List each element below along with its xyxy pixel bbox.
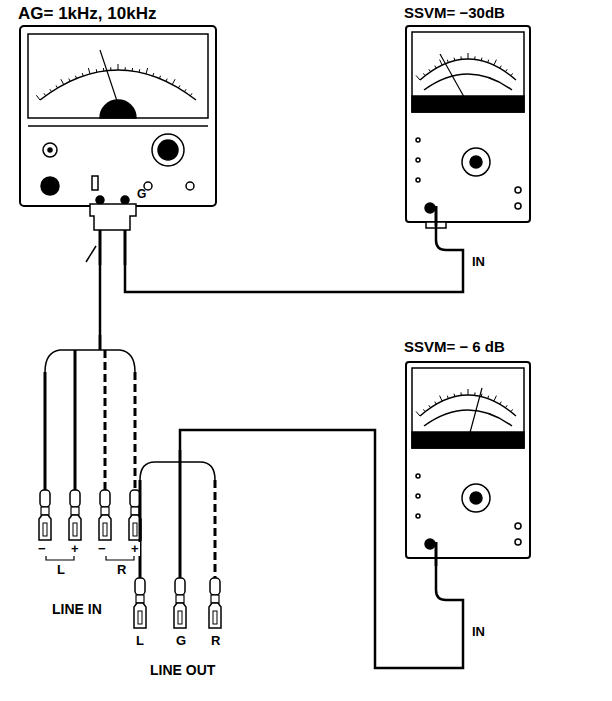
- instrument-label: LINE IN: [52, 601, 102, 617]
- audio-generator-box: AG= 1kHz, 10kHzG: [10, 0, 220, 265]
- voltmeter: [406, 362, 530, 655]
- instrument-label: LINE OUT: [150, 662, 215, 678]
- test-cable: [99, 265, 102, 335]
- connector-box: LINE IN: [30, 335, 170, 625]
- voltmeter-box: SSVM= − 6 dB IN: [400, 335, 535, 655]
- terminal-marking: R: [116, 563, 127, 577]
- connector-box: LINE OUT: [115, 450, 250, 685]
- terminal-label: IN: [472, 625, 485, 640]
- test-cable: [180, 430, 463, 668]
- voltmeter-box: SSVM= −30dB IN: [400, 0, 535, 275]
- line-in-harness: [39, 335, 141, 560]
- instrument-label: SSVM= − 6 dB: [404, 338, 505, 355]
- terminal-marking: −: [37, 542, 47, 556]
- voltmeter: [406, 26, 530, 275]
- test-cable: [125, 265, 463, 292]
- terminal-marking: −: [97, 542, 107, 556]
- terminal-label: G: [137, 188, 146, 202]
- terminal-marking: +: [70, 542, 80, 556]
- audio-generator: [20, 26, 216, 265]
- terminal-marking: +: [130, 542, 140, 556]
- instrument-label: AG= 1kHz, 10kHz: [18, 4, 156, 24]
- line-out-harness: [134, 450, 221, 628]
- terminal-label: IN: [472, 255, 485, 270]
- terminal-marking: L: [135, 634, 145, 648]
- terminal-marking: R: [210, 634, 221, 648]
- terminal-marking: L: [56, 563, 66, 577]
- instrument-label: SSVM= −30dB: [404, 4, 505, 21]
- terminal-marking: G: [175, 634, 187, 648]
